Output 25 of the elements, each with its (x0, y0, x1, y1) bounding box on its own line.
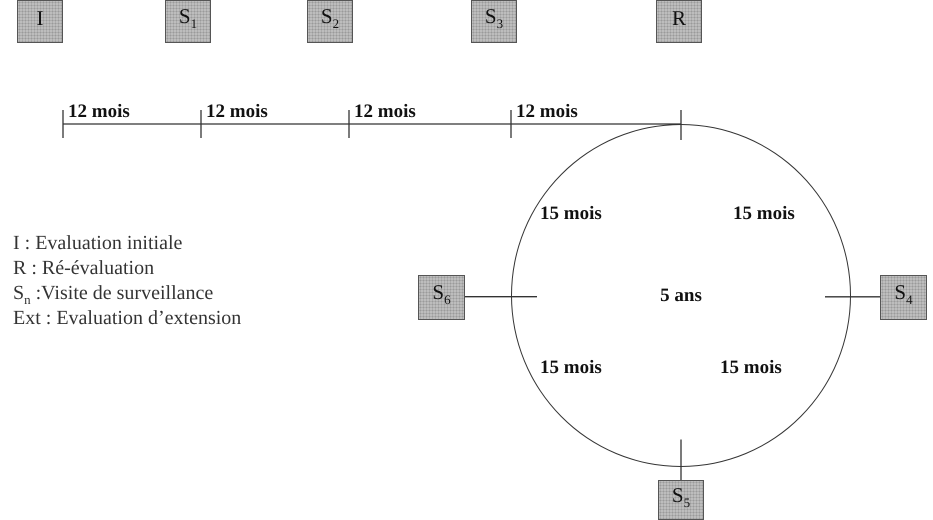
duration-label: 15 mois (733, 203, 795, 225)
legend-text: S$_{n}$ :Visite de surveillance (13, 282, 214, 308)
audit-box: S$_{6}$ (418, 275, 465, 320)
duration-label: 15 mois (540, 357, 602, 379)
tick-line (680, 440, 682, 480)
duration-label: 12 mois (354, 101, 416, 123)
cycle-duration: 5 ans (660, 284, 702, 306)
duration-label: 15 mois (540, 203, 602, 225)
duration-label: 12 mois (516, 101, 578, 123)
audit-box: S$_{5}$ (658, 480, 704, 520)
audit-box: S$_{1}$ (165, 0, 211, 43)
cycle-circle (511, 124, 851, 467)
audit-box: S$_{3}$ (471, 0, 517, 43)
legend-text: R : Ré-évaluation (13, 257, 154, 280)
duration-label: 12 mois (206, 101, 268, 123)
duration-label: 12 mois (68, 101, 130, 123)
tick-line (825, 296, 880, 298)
audit-box: S$_{2}$ (307, 0, 353, 43)
audit-box: I (17, 0, 63, 43)
legend-text: I : Evaluation initiale (13, 232, 182, 255)
legend-text: Ext : Evaluation d’extension (13, 307, 242, 330)
tick-line (465, 296, 537, 298)
audit-box: R (656, 0, 702, 43)
duration-label: 15 mois (720, 357, 782, 379)
audit-box: S$_{4}$ (880, 275, 927, 320)
